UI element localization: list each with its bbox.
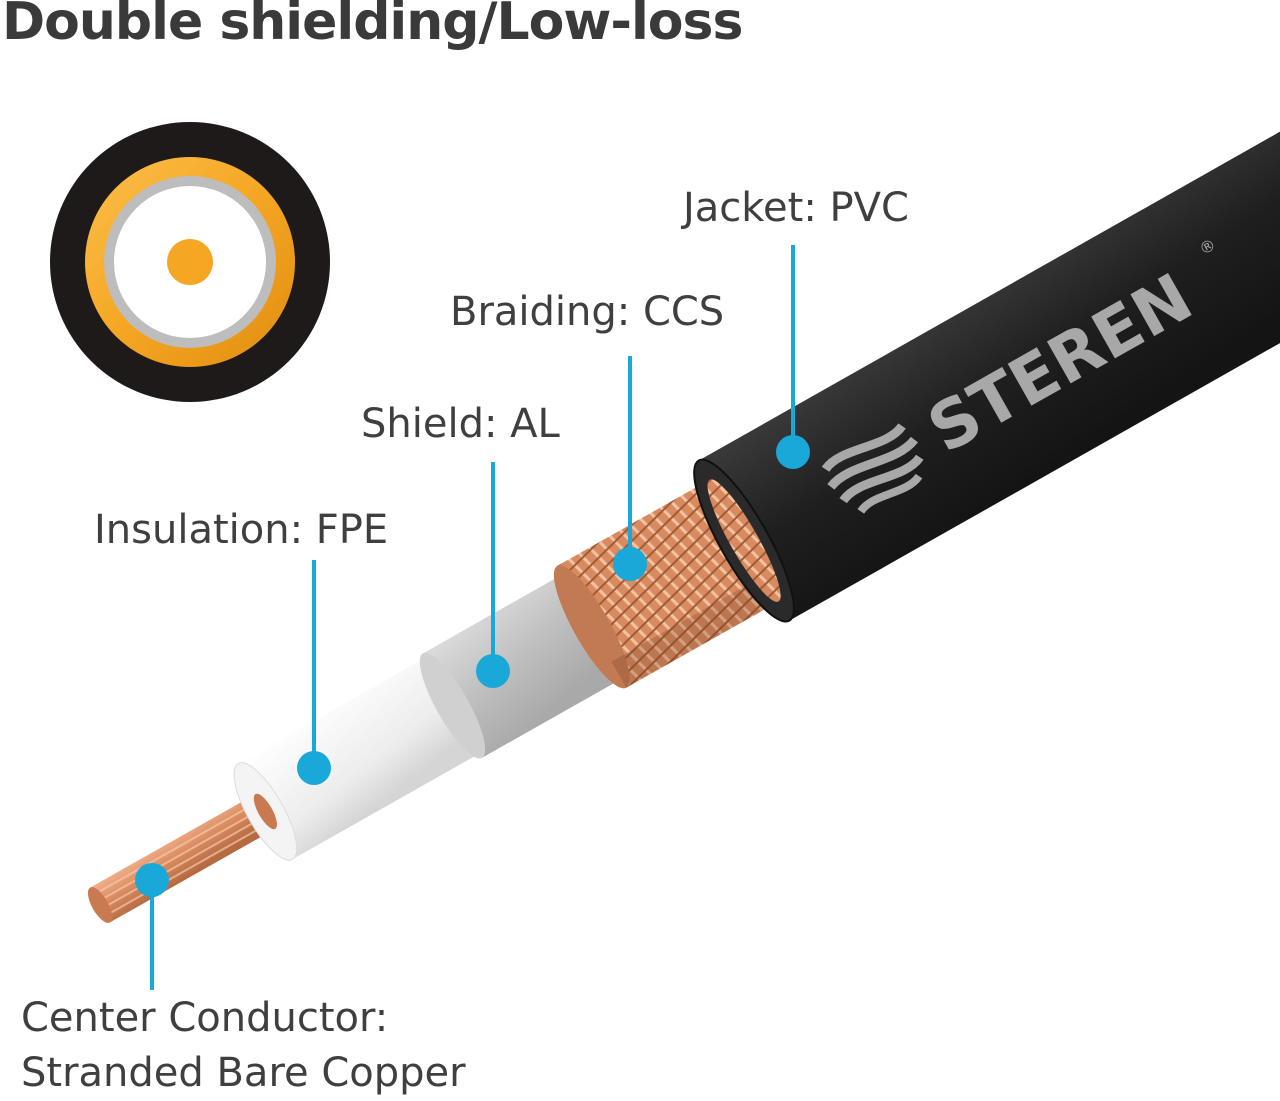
label-braiding: Braiding: CCS (450, 289, 725, 335)
label-shield: Shield: AL (361, 401, 560, 447)
label-jacket: Jacket: PVC (683, 185, 909, 231)
label-conductor-line2: Stranded Bare Copper (21, 1050, 466, 1096)
cross-section-conductor (167, 239, 213, 285)
label-insulation: Insulation: FPE (94, 507, 389, 553)
leader-conductor (135, 863, 169, 990)
page-title: Double shielding/Low-loss (2, 0, 743, 52)
insulation-layer (233, 655, 484, 861)
cross-section (50, 122, 330, 402)
cable-body: STEREN ® (87, 66, 1280, 923)
leader-shield (476, 462, 510, 688)
label-conductor-line1: Center Conductor: (21, 995, 389, 1041)
leader-insulation (297, 560, 331, 785)
leader-braiding (613, 356, 647, 581)
leader-lines (135, 245, 810, 990)
jacket-layer: STEREN ® (693, 66, 1280, 623)
leader-jacket (776, 245, 810, 469)
